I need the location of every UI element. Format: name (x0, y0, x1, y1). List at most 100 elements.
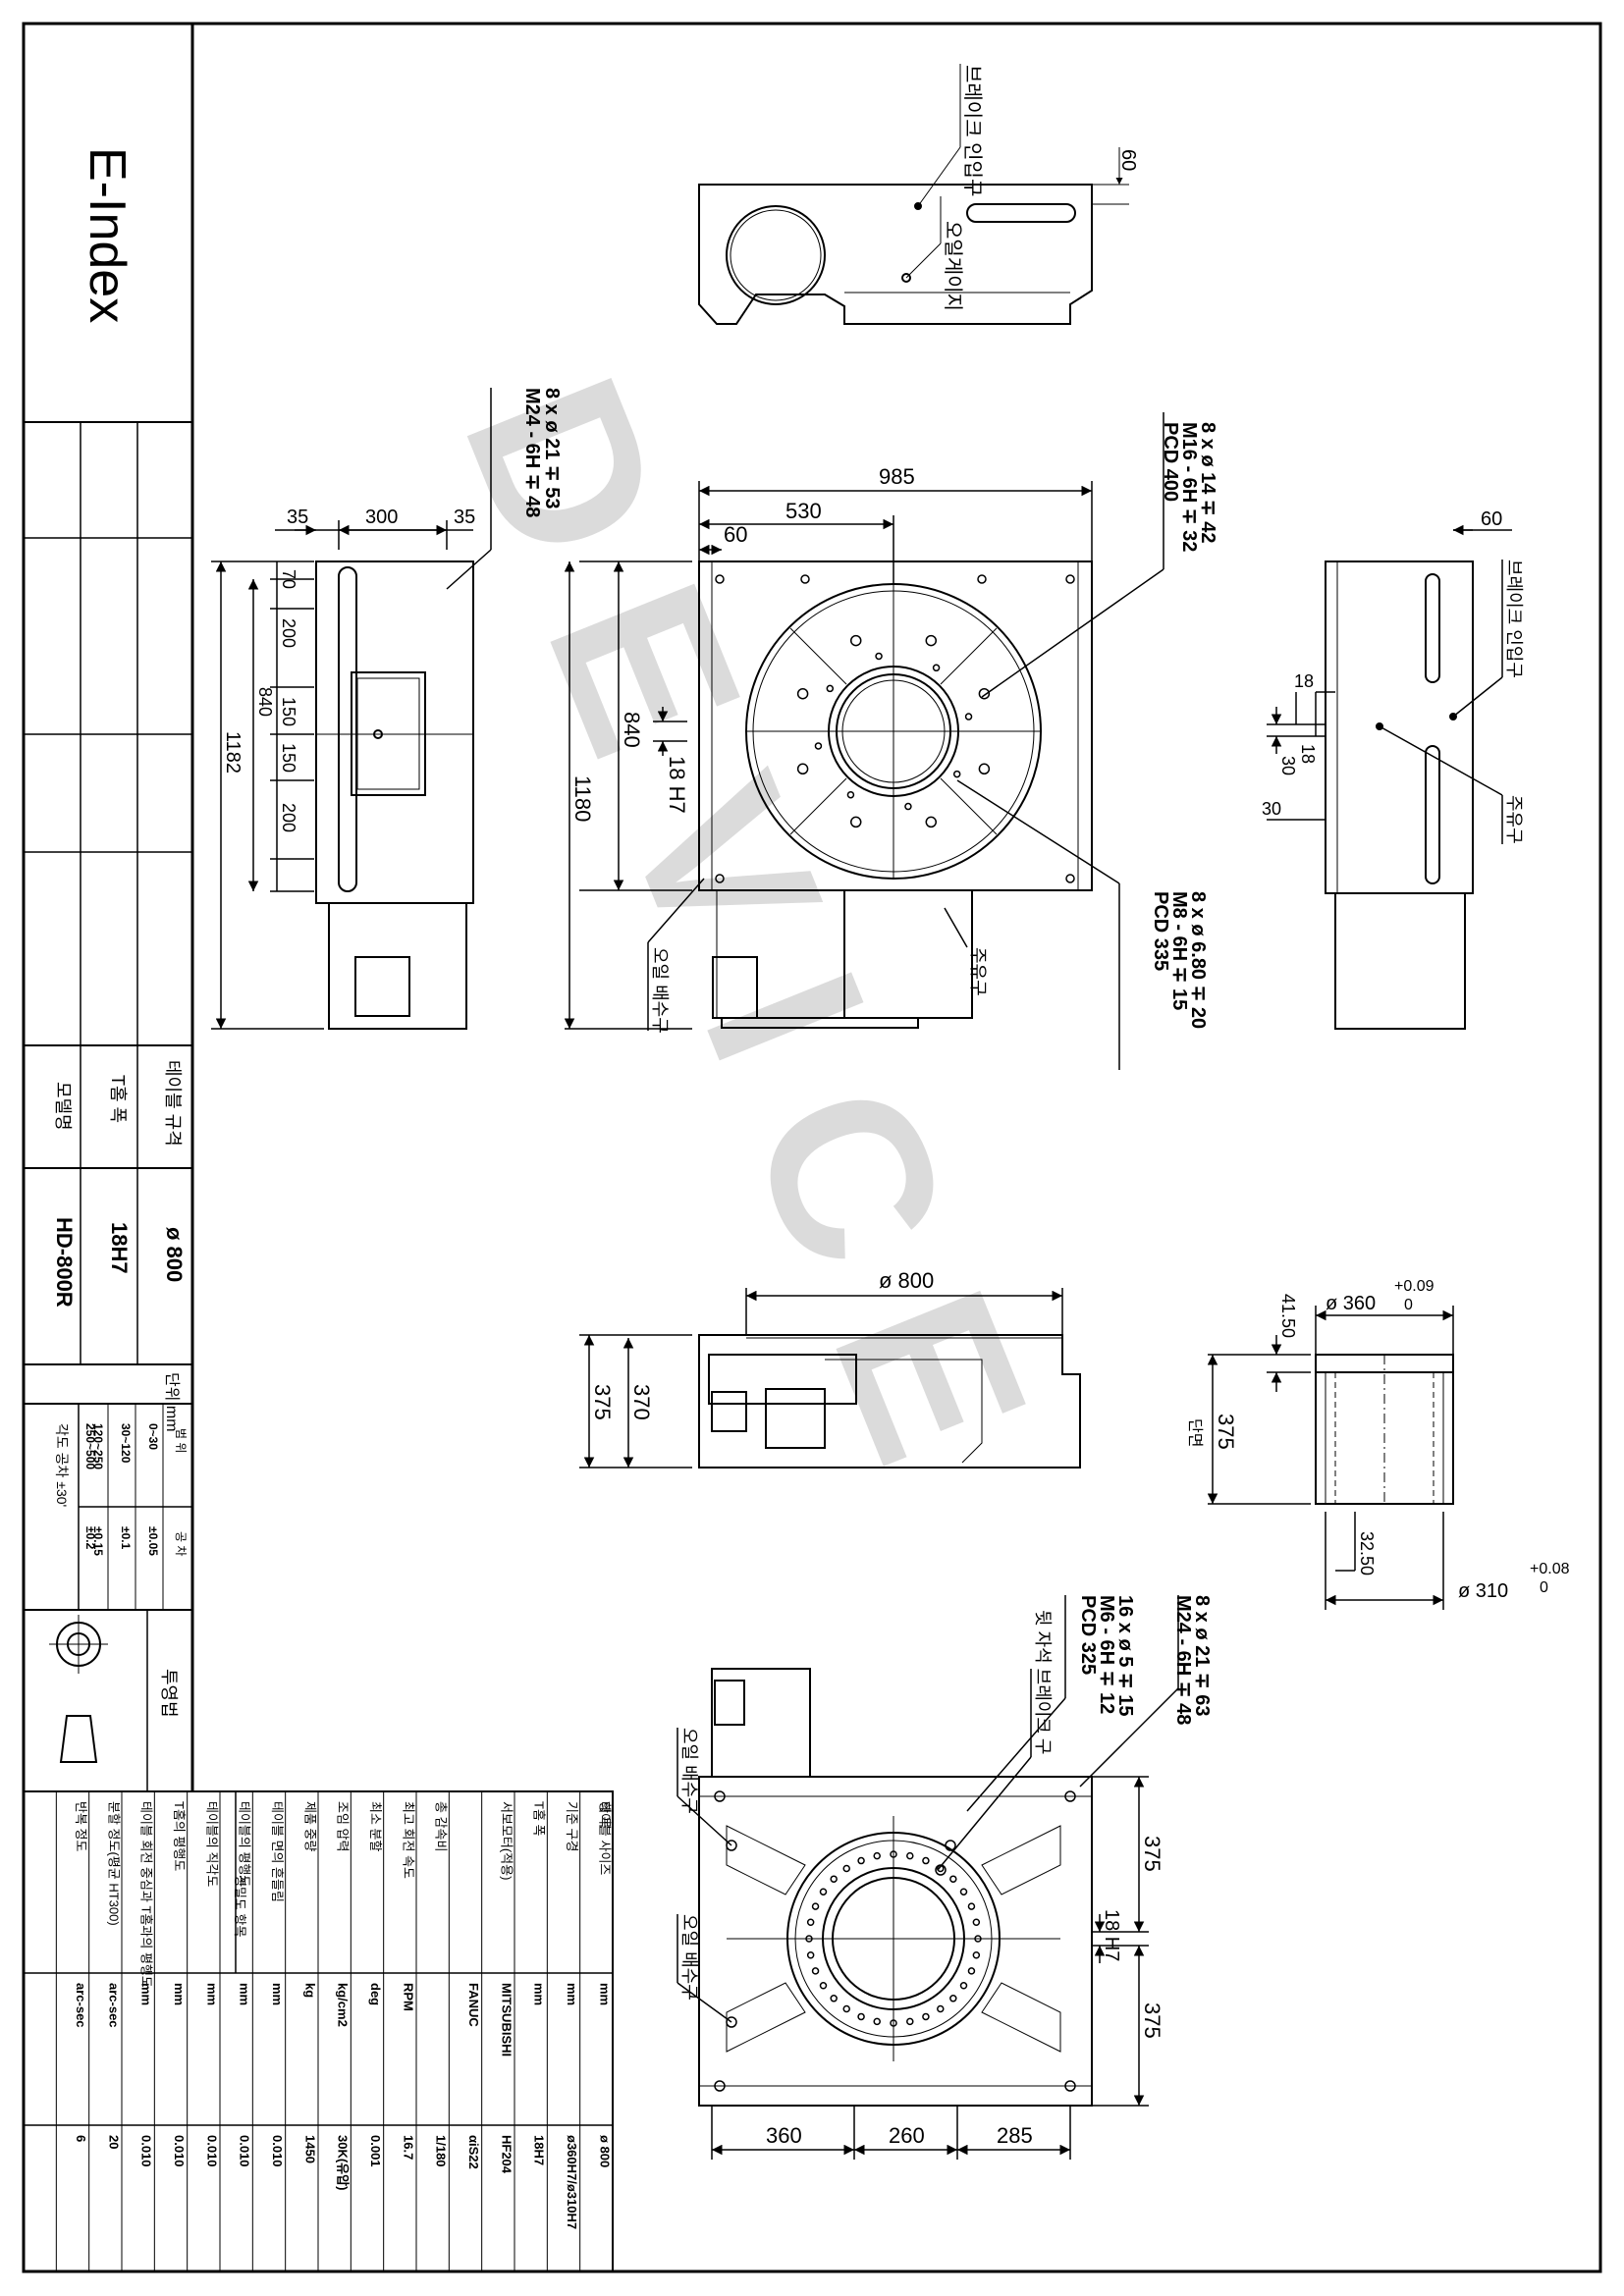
callout-bottom-holes (647, 779, 1120, 1070)
ring-hole (857, 2012, 865, 2021)
spec-unit: mm (139, 1983, 154, 2005)
ring-hole (805, 1935, 813, 1943)
spec-unit: kg/cm2 (336, 1983, 351, 2027)
dim-60-top: 60 (1117, 149, 1139, 171)
ring-hole (806, 1918, 815, 1926)
sec-dim-310-tol-up: +0.08 (1530, 1561, 1570, 1577)
right-dim-18b: 18 (1298, 744, 1318, 764)
spec-unit: MITSUBISHI (499, 1983, 514, 2056)
spec-unit: mm (270, 1983, 285, 2005)
corner-hole (1064, 1790, 1076, 1802)
left-dim-35a: 35 (287, 507, 308, 528)
ring-hole (967, 1902, 976, 1910)
projection-symbol-icon (49, 1615, 108, 1763)
ring-hole (959, 1982, 968, 1990)
ring-hole (959, 1888, 968, 1896)
tolerance-value-cell: ±0.1 (119, 1526, 133, 1550)
label-oil-inlet-main: 주유구 (968, 947, 988, 996)
ring-hole (873, 1851, 881, 1860)
spec-item: T홈의 평행도 (172, 1801, 187, 1871)
sec-dim-32-50: 32.50 (1357, 1531, 1377, 1575)
bot-dim-285: 285 (997, 2123, 1033, 2148)
sec-dim-310: ø 310 (1458, 1580, 1508, 1602)
spec-item: 테이블 회전 중심과 T홈과의 평행도 (139, 1801, 154, 1988)
bolt-hole (978, 687, 991, 700)
bot-dim-18h7: 18 H7 (1101, 1909, 1122, 1961)
title-block (24, 24, 194, 1792)
tolerance-value-cell: ±0.05 (146, 1526, 160, 1556)
main-view-bolt-holes (715, 574, 1075, 883)
right-view-dims (1267, 524, 1512, 844)
corner-hole (1064, 2080, 1076, 2092)
section-view (1315, 1354, 1454, 1505)
unit-label: 단위 mm (163, 1372, 181, 1432)
bolt-hole-small (826, 684, 835, 693)
dim-60: 60 (724, 522, 747, 547)
ring-hole (890, 1850, 897, 1858)
dim-18h7: 18 H7 (665, 756, 689, 814)
corner-hole (977, 574, 987, 584)
left-dim-200a: 200 (279, 618, 298, 648)
ring-hole (972, 1918, 981, 1926)
spec-item: 최고 회전 속도 (401, 1801, 415, 1879)
sec-dim-375: 375 (1214, 1414, 1238, 1450)
left-dim-300: 300 (365, 507, 398, 528)
tolerance-title: 각도 공차 ±30' (54, 1423, 70, 1507)
mid-dim-800: ø 800 (879, 1268, 934, 1293)
ring-hole (842, 2004, 850, 2013)
bolt-hole-small (875, 652, 883, 661)
dim-840: 840 (620, 712, 644, 748)
sec-dim-310-tol-lo: 0 (1540, 1579, 1548, 1596)
callout-top-holes (981, 412, 1164, 698)
bolt-hole-small (932, 664, 941, 672)
model-label: 모델명 (53, 1082, 73, 1131)
bot-hole-4: M6 - 6H ∓ 12 (1096, 1595, 1117, 1714)
spec-unit: mm (597, 1983, 612, 2005)
mid-dim-375: 375 (590, 1384, 615, 1420)
bottom-bolt-holes (714, 1790, 1076, 2092)
spec-item: 제품 중량 (302, 1801, 317, 1851)
bolt-hole (849, 816, 862, 828)
ring-hole (967, 1967, 976, 1975)
spec-item: 테이블의 직각도 (204, 1801, 219, 1887)
spec-unit: mm (532, 1983, 547, 2005)
mid-dim-370: 370 (629, 1384, 654, 1420)
bot-hole-2: M24 - 6H ∓ 48 (1172, 1595, 1194, 1725)
spec-value: 0.001 (368, 2135, 383, 2167)
ring-hole (806, 1951, 815, 1959)
bot-dim-260: 260 (889, 2123, 925, 2148)
table-value: ø 800 (162, 1227, 187, 1282)
main-top-view (698, 561, 1093, 1029)
sec-dim-360-tol-lo: 0 (1404, 1297, 1413, 1313)
hole-bot-2: M8 - 6H ∓ 15 (1168, 891, 1190, 1010)
spec-unit: RPM (401, 1983, 415, 2011)
bolt-hole (925, 634, 938, 647)
corner-hole (715, 574, 725, 584)
ring-hole (819, 1888, 828, 1896)
ring-hole (937, 2004, 945, 2013)
top-view-dims: 60 브레이크 인입구 오일게이지 (905, 64, 1139, 311)
tolerance-value-cell: ±0.15 (91, 1526, 105, 1556)
tolerance-range-cell: 250~500 (83, 1423, 97, 1469)
left-dim-840: 840 (255, 687, 275, 717)
spec-unit: arc-sec (74, 1983, 88, 2028)
bolt-hole (796, 687, 809, 700)
ring-hole (830, 1875, 838, 1883)
bolt-hole (849, 634, 862, 647)
section-label: 단면 (1186, 1418, 1204, 1447)
spec-unit: deg (368, 1983, 383, 2005)
bolt-hole (925, 816, 938, 828)
bot-hole-1: 8 x ø 21 ∓ 63 (1191, 1595, 1213, 1717)
ring-hole (949, 1995, 957, 2002)
ring-hole (830, 1995, 838, 2002)
bot-dim-360: 360 (766, 2123, 802, 2148)
label-back-brake: 뒷 자석 브레이크 구 (1033, 1610, 1053, 1754)
left-dim-35b: 35 (454, 507, 475, 528)
bolt-hole-small (964, 713, 973, 721)
bottom-view (698, 1668, 1093, 2107)
dim-1180: 1180 (570, 775, 595, 822)
spec-unit: FANUC (466, 1983, 481, 2027)
bolt-hole-small (846, 790, 855, 799)
spec-unit: kg (302, 1983, 317, 1998)
spec-value: 0.010 (172, 2135, 187, 2167)
